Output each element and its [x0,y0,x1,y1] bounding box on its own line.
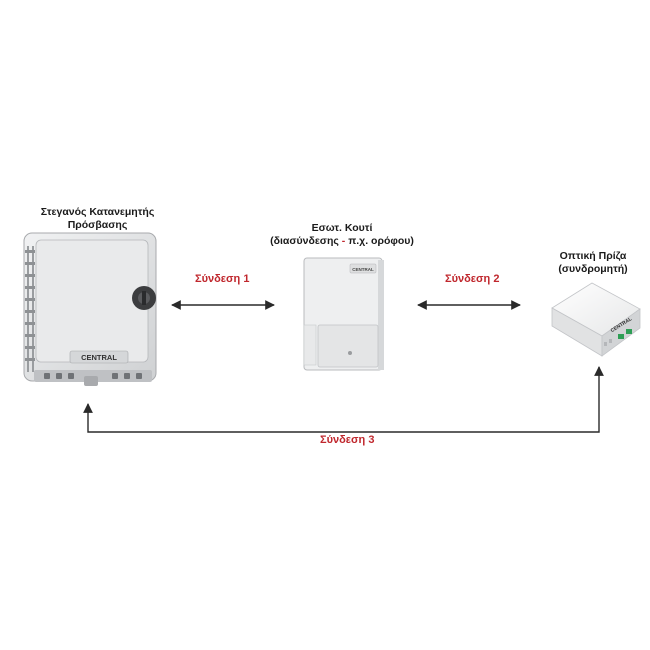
indoor-box-title-line2-a: (διασύνδεσης [270,235,339,247]
indoor-box-brand: CENTRAL [352,267,374,272]
provider-box-brand: CENTRAL [81,353,117,362]
provider-box-title-line1: Στεγανός Κατανεμητής Πρόσβασης [40,206,155,231]
optical-socket-image: CENTRAL [551,282,641,357]
fiber-port-icon [618,334,624,339]
indoor-box-title-dash: - [338,235,349,247]
provider-box-image: CENTRAL [23,232,157,386]
indoor-box-title-line2: (διασύνδεσης - π.χ. ορόφου) [262,235,422,248]
connection-3-label: Σύνδεση 3 [320,434,375,446]
optical-socket-title-line2: (συνδρομητή) [558,263,628,275]
fiber-port-icon [626,329,632,334]
indoor-box-image: CENTRAL [303,257,384,371]
indoor-box-title-line1: Εσωτ. Κουτί [311,222,373,234]
indoor-box-title-line2-b: π.χ. ορόφου) [348,235,414,247]
indoor-box-title: Εσωτ. Κουτί (διασύνδεσης - π.χ. ορόφου) [262,222,422,248]
optical-socket-title: Οπτική Πρίζα (συνδρομητή) [548,250,638,276]
optical-socket-title-line1: Οπτική Πρίζα [559,250,627,262]
connection-1-label: Σύνδεση 1 [195,273,250,285]
connection-2-label: Σύνδεση 2 [445,273,500,285]
connection-3-arrow [83,366,604,433]
